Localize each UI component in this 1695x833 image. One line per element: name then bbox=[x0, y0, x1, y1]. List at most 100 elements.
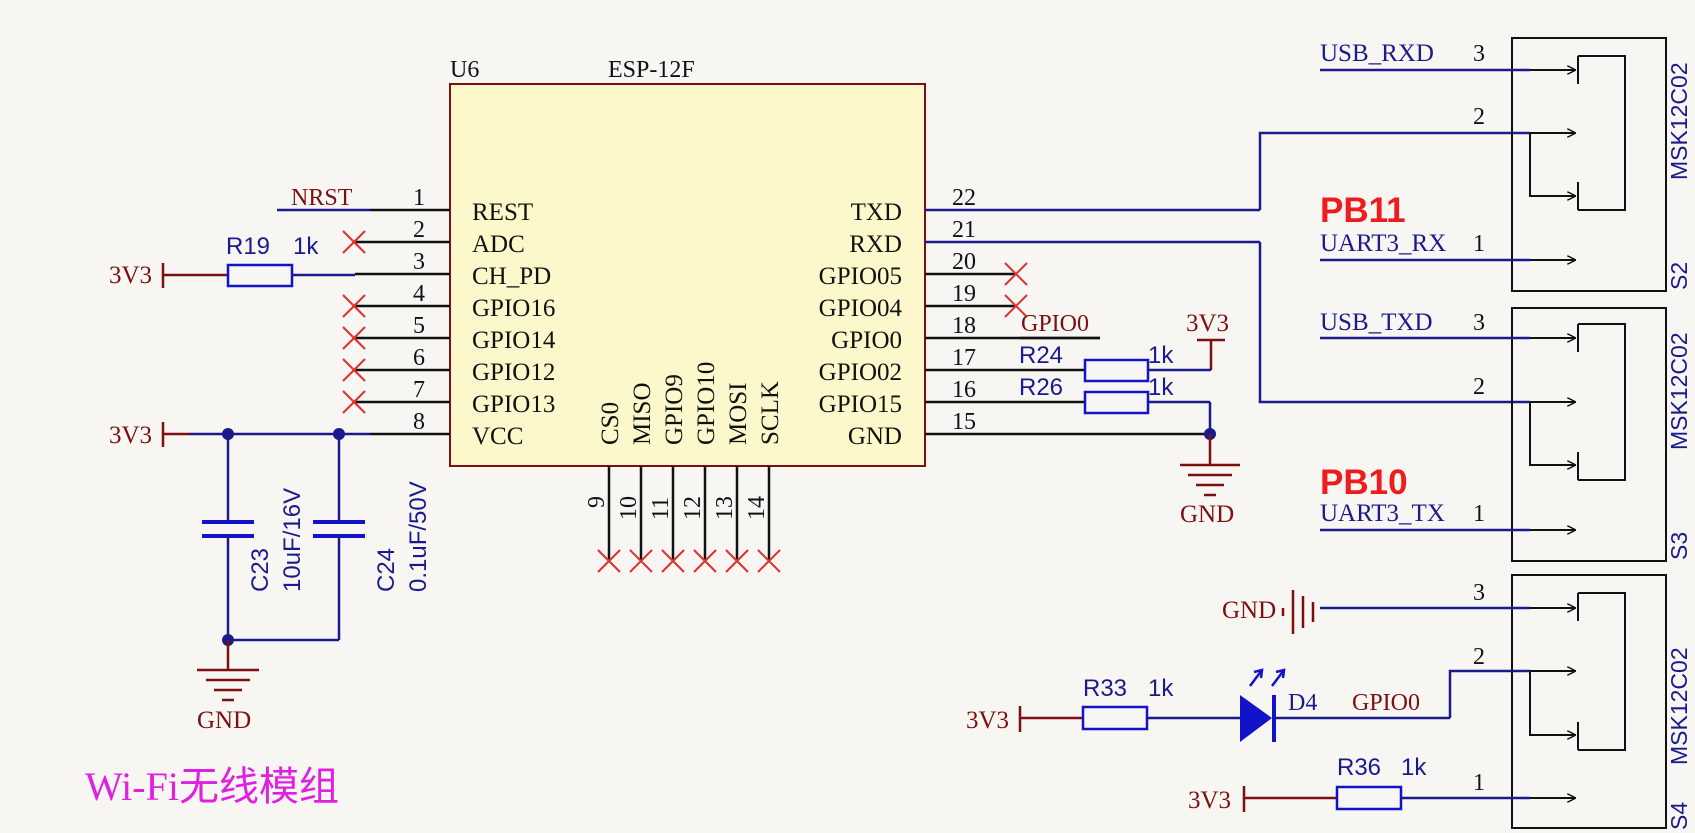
resistor-r36 bbox=[1335, 785, 1403, 811]
chip-part: ESP-12F bbox=[608, 57, 695, 83]
switch-body bbox=[1511, 574, 1667, 829]
r19-value: 1k bbox=[293, 233, 319, 260]
switch-ref: S3 bbox=[1666, 532, 1692, 560]
gnd-label: GND bbox=[1222, 597, 1276, 624]
pin-number: 14 bbox=[744, 496, 770, 520]
pin-name: MOSI bbox=[725, 382, 752, 445]
pin-number: 15 bbox=[952, 409, 976, 435]
switch-pin-number: 1 bbox=[1473, 501, 1485, 527]
bottom-pin-names: CS0 MISO GPIO9 GPIO10 MOSI SCLK bbox=[597, 362, 784, 445]
net-label-uart3-tx: UART3_TX bbox=[1320, 500, 1445, 527]
no-connect-icon bbox=[1004, 294, 1028, 318]
switch-pin-number: 1 bbox=[1473, 770, 1485, 796]
r24-ref: R24 bbox=[1019, 342, 1063, 369]
left-pin-lines bbox=[355, 208, 450, 436]
gnd-label: GND bbox=[1180, 501, 1234, 528]
pin-name: VCC bbox=[472, 423, 523, 450]
left-pin-names: REST ADC CH_PD GPIO16 GPIO14 GPIO12 GPIO… bbox=[472, 199, 556, 450]
pin-number: 2 bbox=[413, 217, 425, 243]
pin-number: 19 bbox=[952, 281, 976, 307]
pin-name: CS0 bbox=[597, 402, 624, 445]
left-circuit: NRST 3V3 R19 1k 3V3 C23 10uF/16V C24 0.1… bbox=[109, 185, 432, 734]
r26-ref: R26 bbox=[1019, 374, 1063, 401]
switch-s2: 3 2 1 MSK12C02 S2 USB_RXD UART3_RX PB11 bbox=[1320, 37, 1692, 292]
pin-number: 13 bbox=[712, 496, 738, 520]
net-label-gpio0: GPIO0 bbox=[1021, 311, 1089, 337]
c24-ref: C24 bbox=[373, 548, 400, 592]
switch-pin-number: 2 bbox=[1473, 374, 1485, 400]
resistor-r24 bbox=[1083, 358, 1150, 383]
bottom-pin-lines bbox=[607, 466, 771, 560]
pin-number: 18 bbox=[952, 313, 976, 339]
pin-name: GPIO0 bbox=[831, 327, 902, 354]
r26-value: 1k bbox=[1148, 374, 1174, 401]
pin-number: 22 bbox=[952, 185, 976, 211]
r19-ref: R19 bbox=[226, 233, 270, 260]
chip-body bbox=[449, 83, 926, 467]
switch-pin-number: 3 bbox=[1473, 580, 1485, 606]
switch-s3: 3 2 1 MSK12C02 S3 USB_TXD UART3_TX PB10 bbox=[1320, 307, 1692, 562]
switch-s4: GND 3 2 1 MSK12C02 S4 3V3 R33 1k bbox=[966, 574, 1692, 830]
pin-name: TXD bbox=[851, 199, 902, 226]
r36-value: 1k bbox=[1401, 754, 1427, 781]
right-pin-numbers: 22 21 20 19 18 17 16 15 bbox=[952, 185, 976, 435]
pin-number: 16 bbox=[952, 377, 976, 403]
switch-body bbox=[1511, 307, 1667, 562]
switch-pin-number: 1 bbox=[1473, 231, 1485, 257]
r33-value: 1k bbox=[1148, 675, 1174, 702]
net-label-usb-txd: USB_TXD bbox=[1320, 309, 1433, 336]
switch-pin-number: 3 bbox=[1473, 41, 1485, 67]
r36-ref: R36 bbox=[1337, 754, 1381, 781]
c24-value: 0.1uF/50V bbox=[405, 481, 432, 592]
pin-name: ADC bbox=[472, 231, 525, 258]
no-connect-markers bbox=[342, 230, 1028, 573]
diagram-title: Wi-Fi无线模组 bbox=[85, 764, 339, 809]
no-connect-icon bbox=[342, 326, 366, 350]
pin-annotation-pb11: PB11 bbox=[1320, 191, 1406, 230]
pin-name: RXD bbox=[849, 231, 902, 258]
pin-name: GPIO10 bbox=[693, 362, 720, 445]
switch-body bbox=[1511, 37, 1667, 292]
pin-name: GPIO04 bbox=[819, 295, 903, 322]
pin-name: GPIO16 bbox=[472, 295, 555, 322]
pin-number: 9 bbox=[584, 496, 610, 508]
pin-number: 21 bbox=[952, 217, 976, 243]
c23-ref: C23 bbox=[247, 548, 274, 592]
power-label-3v3: 3V3 bbox=[1188, 787, 1231, 814]
chip-ref: U6 bbox=[450, 57, 479, 83]
left-pin-numbers: 1 2 3 4 5 6 7 8 bbox=[413, 185, 425, 435]
d4-ref: D4 bbox=[1288, 690, 1317, 716]
right-circuit: GPIO0 3V3 R24 1k R26 1k GND bbox=[1019, 310, 1240, 528]
resistor-r19 bbox=[226, 263, 294, 288]
resistor-r33 bbox=[1081, 705, 1149, 731]
pin-number: 20 bbox=[952, 249, 976, 275]
c23-value: 10uF/16V bbox=[279, 488, 306, 592]
pin-name: GPIO02 bbox=[819, 359, 902, 386]
switch-part: MSK12C02 bbox=[1666, 62, 1692, 180]
pin-name: GPIO15 bbox=[819, 391, 902, 418]
pin-name: SCLK bbox=[757, 381, 784, 445]
no-connect-icon bbox=[629, 549, 653, 573]
pin-number: 3 bbox=[413, 249, 425, 275]
pin-number: 10 bbox=[616, 496, 642, 520]
switch-ref: S4 bbox=[1666, 802, 1692, 830]
switch-part: MSK12C02 bbox=[1666, 647, 1692, 765]
no-connect-icon bbox=[342, 230, 366, 254]
right-pin-names: TXD RXD GPIO05 GPIO04 GPIO0 GPIO02 GPIO1… bbox=[819, 199, 903, 450]
no-connect-icon bbox=[597, 549, 621, 573]
ground-icon bbox=[1281, 590, 1315, 634]
pin-number: 17 bbox=[952, 345, 976, 371]
power-label-3v3: 3V3 bbox=[109, 422, 152, 449]
pin-name: MISO bbox=[629, 382, 656, 445]
ground-icon bbox=[197, 640, 259, 702]
pin-name: GPIO12 bbox=[472, 359, 555, 386]
pin-name: CH_PD bbox=[472, 263, 551, 290]
pin-number: 4 bbox=[413, 281, 425, 307]
pin-number: 5 bbox=[413, 313, 425, 339]
pin-number: 12 bbox=[680, 496, 706, 520]
ground-icon bbox=[1180, 434, 1240, 497]
no-connect-icon bbox=[757, 549, 781, 573]
power-label-3v3: 3V3 bbox=[109, 262, 152, 289]
gnd-label: GND bbox=[197, 707, 251, 734]
